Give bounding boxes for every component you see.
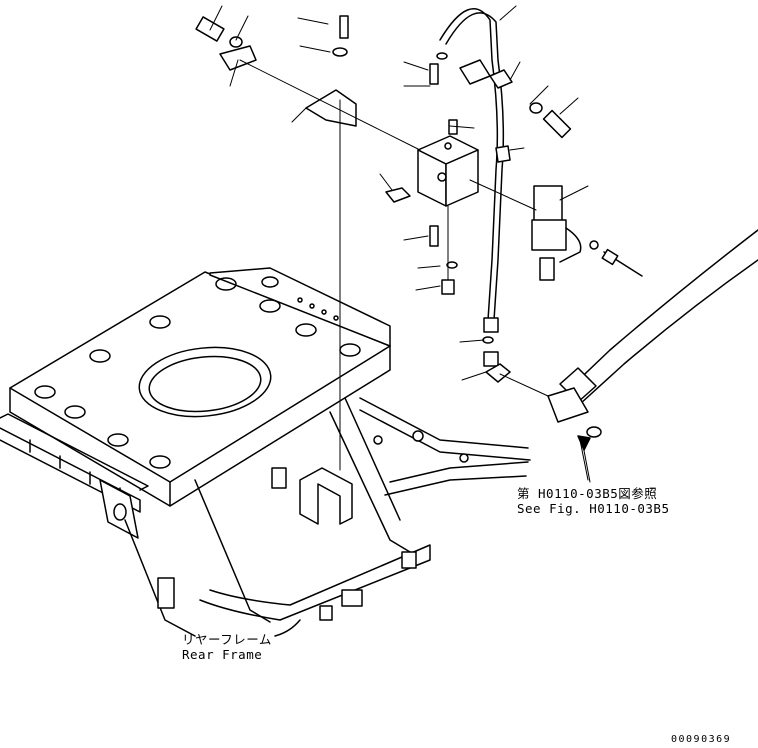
rear-frame — [0, 267, 531, 637]
figure-reference-callout: 第 H0110-03B5図参照 See Fig. H0110-03B5 — [517, 486, 670, 516]
valve-block-assembly — [195, 5, 758, 481]
rear-frame-label-en: Rear Frame — [182, 647, 263, 662]
figure-reference-en: See Fig. H0110-03B5 — [517, 501, 670, 516]
rear-frame-label: リヤーフレーム Rear Frame — [182, 632, 272, 662]
figure-reference-ja: 第 H0110-03B5図参照 — [517, 486, 658, 501]
rear-frame-label-ja: リヤーフレーム — [182, 632, 272, 647]
reference-arrow — [577, 435, 591, 483]
drawing-number: 00090369 — [671, 734, 732, 745]
